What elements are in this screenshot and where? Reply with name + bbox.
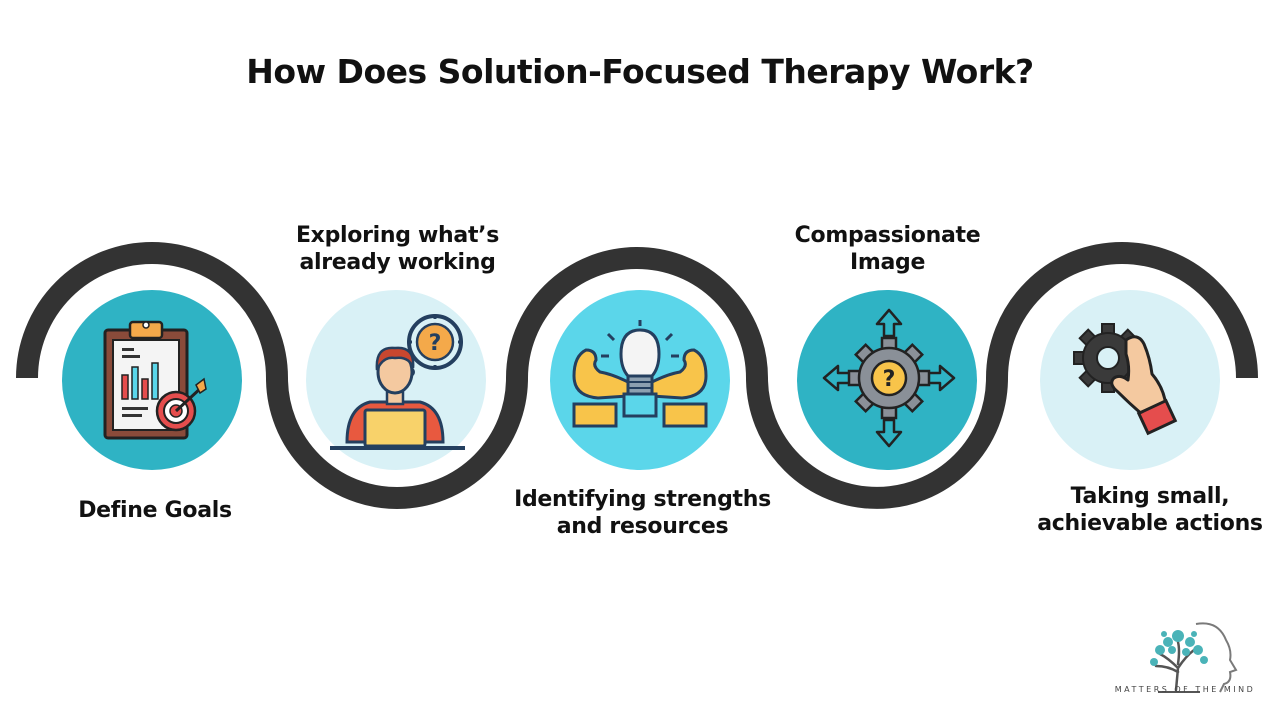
lightbulb-muscles-icon	[572, 320, 708, 428]
tree-head-icon	[1150, 622, 1238, 693]
clipboard-target-icon	[103, 320, 207, 440]
gear-question-arrows-icon: ?	[822, 308, 956, 448]
page-title: How Does Solution-Focused Therapy Work?	[246, 52, 1034, 91]
person-question-laptop-icon: ?	[330, 314, 465, 450]
step-4-label: Compassionate Image	[794, 223, 981, 275]
logo-text: MATTERS OF THE MIND	[1114, 685, 1256, 694]
step-5-label: Taking small, achievable actions	[1037, 484, 1263, 536]
step-1-label: Define Goals	[78, 498, 232, 523]
svg-text:?: ?	[883, 367, 896, 392]
step-2-label: Exploring what’s already working	[295, 223, 500, 275]
hand-gear-icon	[1073, 323, 1178, 436]
step-3-label: Identifying strengths and resources	[514, 487, 771, 539]
svg-text:?: ?	[429, 331, 442, 356]
